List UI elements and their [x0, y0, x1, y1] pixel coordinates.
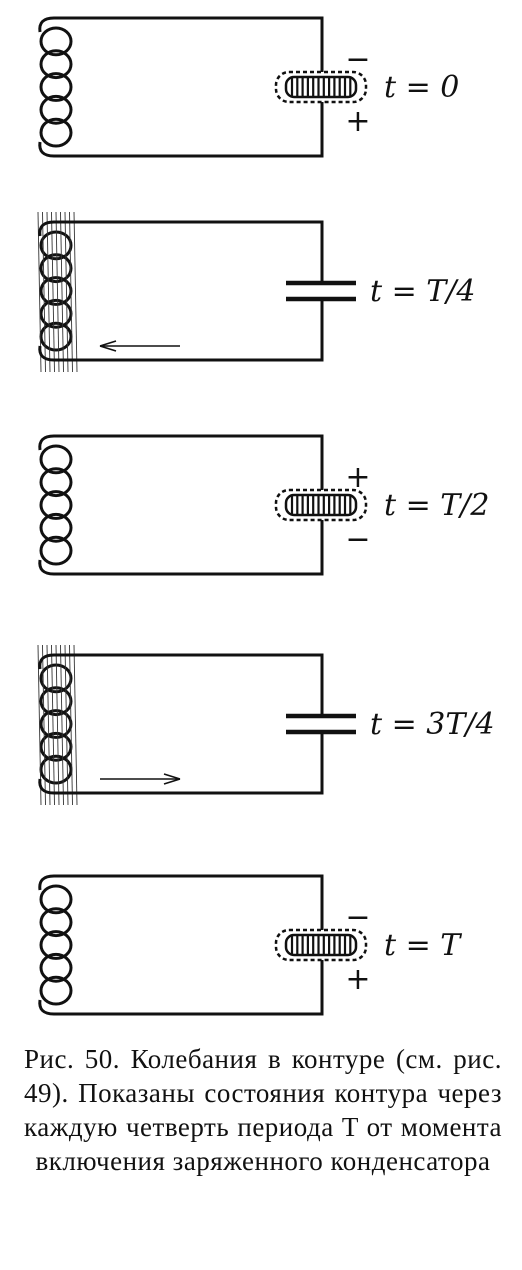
bottom-plate-sign: +: [345, 104, 370, 139]
time-label: t = T/4: [370, 274, 475, 309]
top-plate-sign: +: [345, 460, 370, 495]
inductor-coil: [39, 884, 73, 1006]
time-label: t = T: [384, 928, 462, 963]
top-plate-sign: −: [345, 900, 370, 935]
inductor-coil: [37, 211, 78, 373]
capacitor: −+: [274, 42, 371, 139]
circuit-diagram: −+t = 0t = T/4+−t = T/2t = 3T/4−+t = T: [37, 16, 495, 1016]
circuit-state-5: −+t = T: [38, 874, 462, 1016]
circuit-state-1: −+t = 0: [38, 16, 459, 158]
circuit-state-4: t = 3T/4: [37, 644, 495, 806]
bottom-plate-sign: +: [345, 962, 370, 997]
figure-caption: Рис. 50. Колебания в контуре (см. рис. 4…: [24, 1044, 502, 1176]
circuit-state-3: +−t = T/2: [38, 434, 489, 576]
time-label: t = 3T/4: [370, 707, 495, 742]
time-label: t = T/2: [384, 488, 489, 523]
capacitor: [286, 713, 356, 735]
inductor-coil: [39, 444, 73, 566]
contour-wire: [54, 653, 324, 795]
contour-wire: [54, 220, 324, 362]
current-arrow: [100, 773, 181, 785]
inductor-coil: [39, 26, 73, 148]
bottom-plate-sign: −: [345, 522, 370, 557]
top-plate-sign: −: [345, 42, 370, 77]
circuit-state-2: t = T/4: [37, 211, 475, 373]
capacitor: +−: [274, 460, 371, 557]
inductor-coil: [37, 644, 78, 806]
current-arrow: [99, 340, 180, 352]
capacitor: [286, 280, 356, 302]
time-label: t = 0: [384, 70, 459, 105]
capacitor: −+: [274, 900, 371, 997]
